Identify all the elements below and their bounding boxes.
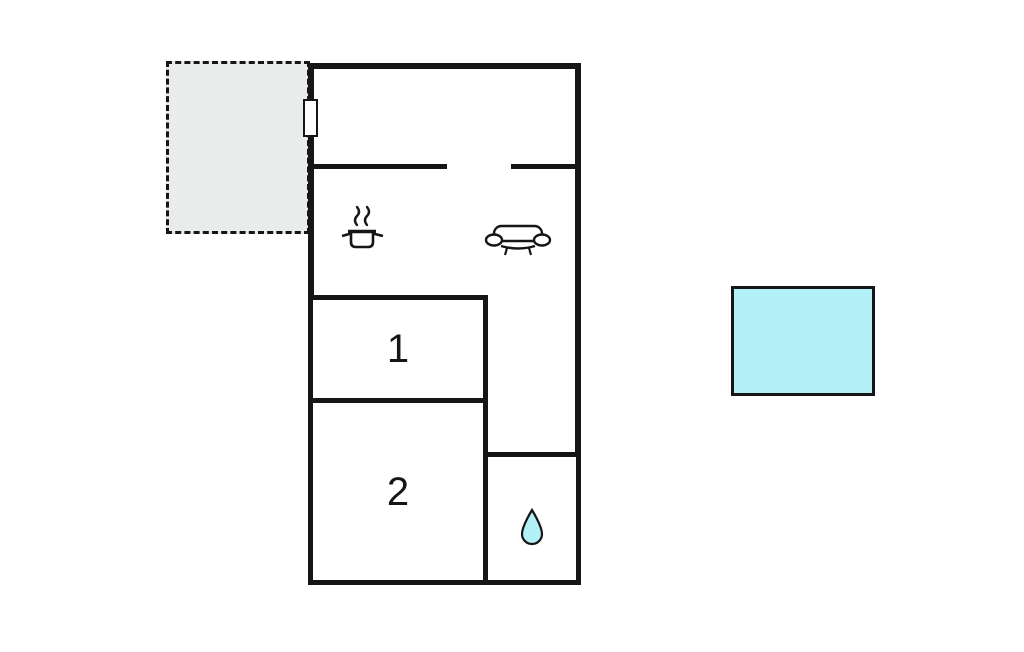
water-drop-icon bbox=[518, 507, 546, 548]
room-1: 1 bbox=[308, 295, 488, 403]
sofa-icon bbox=[484, 220, 552, 260]
pool bbox=[731, 286, 875, 396]
terrace-area bbox=[166, 61, 310, 234]
interior-wall-right-segment bbox=[511, 164, 577, 169]
room-1-label: 1 bbox=[386, 327, 410, 371]
cooking-pot-icon bbox=[337, 205, 389, 263]
interior-wall-left-segment bbox=[312, 164, 447, 169]
door-marker bbox=[303, 99, 318, 137]
bathroom bbox=[483, 452, 581, 585]
room-2: 2 bbox=[308, 398, 488, 585]
room-2-label: 2 bbox=[386, 469, 410, 514]
